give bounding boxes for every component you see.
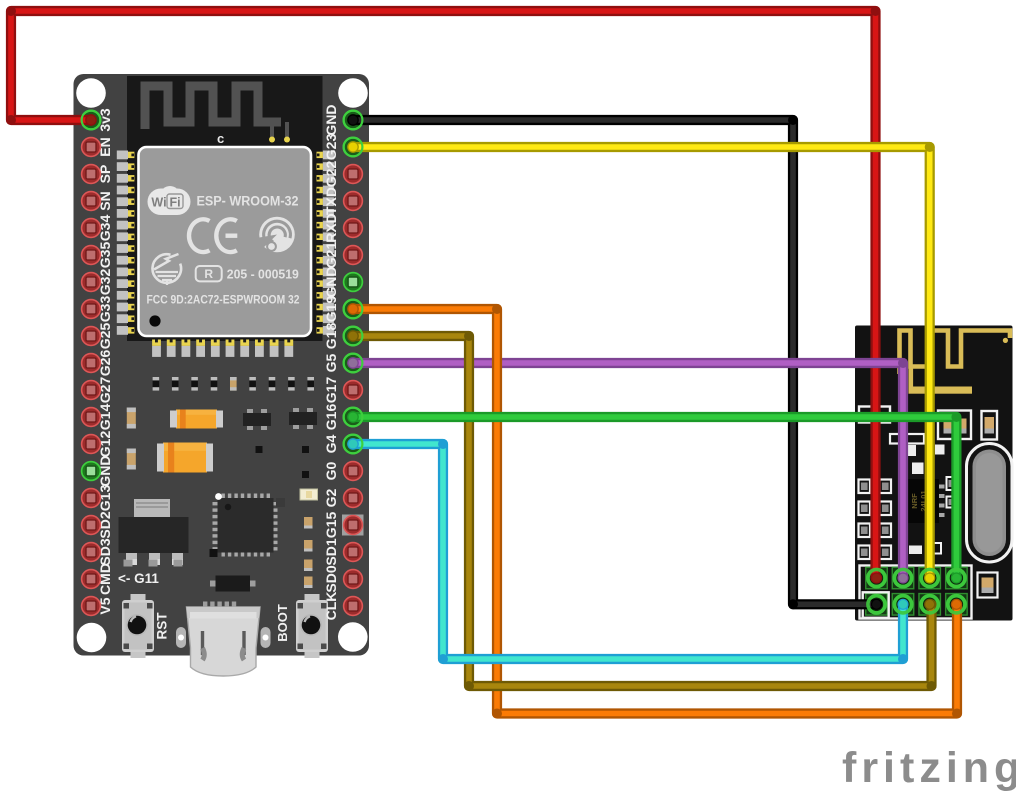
svg-text:SD0: SD0	[323, 565, 339, 592]
svg-text:G32: G32	[97, 269, 113, 296]
svg-text:<- G11: <- G11	[118, 571, 159, 586]
svg-text:SD3: SD3	[97, 538, 113, 565]
svg-text:G33: G33	[97, 296, 113, 323]
svg-text:G13: G13	[97, 485, 113, 512]
svg-text:G18: G18	[323, 323, 339, 350]
svg-text:Wi: Wi	[151, 196, 166, 210]
svg-text:RST: RST	[155, 612, 170, 640]
svg-text:GND: GND	[323, 104, 339, 135]
svg-text:c: c	[217, 131, 224, 146]
svg-text:GND: GND	[323, 266, 339, 297]
svg-text:24L01: 24L01	[919, 490, 928, 511]
svg-text:G26: G26	[97, 350, 113, 377]
svg-text:G14: G14	[97, 404, 113, 431]
svg-text:205 - 000519: 205 - 000519	[227, 268, 299, 282]
svg-text:SD1: SD1	[323, 538, 339, 565]
svg-text:FCC 9D:2AC72-ESPWROOM 32: FCC 9D:2AC72-ESPWROOM 32	[147, 294, 300, 307]
svg-text:G35: G35	[97, 242, 113, 269]
svg-text:G22: G22	[323, 161, 339, 188]
svg-text:G2: G2	[323, 488, 339, 507]
svg-text:RXD: RXD	[323, 213, 339, 243]
svg-text:G0: G0	[323, 461, 339, 480]
svg-text:3v3: 3v3	[97, 108, 113, 132]
svg-text:G34: G34	[97, 215, 113, 242]
svg-text:G19: G19	[323, 296, 339, 323]
svg-text:G16: G16	[323, 404, 339, 431]
svg-text:G12: G12	[97, 431, 113, 458]
svg-text:V5: V5	[97, 597, 113, 614]
svg-text:G15: G15	[323, 512, 339, 539]
svg-text:CLK: CLK	[323, 592, 339, 621]
svg-text:G5: G5	[323, 353, 339, 372]
svg-text:Fi: Fi	[169, 196, 180, 210]
svg-text:fritzing: fritzing	[842, 744, 1016, 792]
svg-text:G27: G27	[97, 377, 113, 404]
svg-text:G4: G4	[323, 434, 339, 453]
svg-text:G23: G23	[323, 134, 339, 161]
svg-text:G21: G21	[323, 242, 339, 269]
svg-text:G25: G25	[97, 323, 113, 350]
svg-text:SD2: SD2	[97, 511, 113, 538]
svg-text:NRF: NRF	[910, 493, 919, 509]
svg-text:R: R	[204, 267, 213, 281]
svg-text:SP: SP	[97, 165, 113, 184]
svg-text:CMD: CMD	[97, 563, 113, 595]
svg-text:SN: SN	[97, 191, 113, 210]
svg-text:G17: G17	[323, 377, 339, 404]
svg-text:BOOT: BOOT	[275, 604, 290, 642]
svg-text:ESP- WROOM-32: ESP- WROOM-32	[197, 194, 299, 209]
svg-text:GND: GND	[97, 455, 113, 486]
svg-text:EN: EN	[97, 137, 113, 156]
svg-text:TXD: TXD	[323, 187, 339, 215]
